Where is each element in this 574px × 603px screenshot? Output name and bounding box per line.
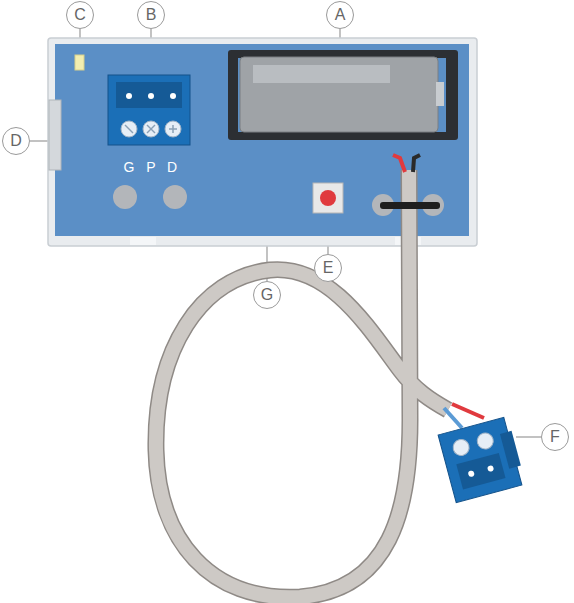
battery-holder [238,58,446,132]
red-wire [393,155,405,172]
housing-clip [130,237,156,245]
leader-lines [30,29,541,437]
mounting-hole [113,185,137,209]
terminal-screws [121,121,181,137]
terminal-block [108,75,190,145]
callout-letter: A [335,7,346,23]
push-button [313,183,343,213]
callout-circle: B [137,1,165,29]
pin-label: D [167,160,177,174]
cable-tie [380,202,440,209]
cable [156,170,448,597]
led [75,55,84,70]
side-port [49,100,61,170]
cable [156,170,448,597]
callout-circle: C [66,1,94,29]
battery-terminal [436,82,444,106]
callout-circle: F [541,423,569,451]
callout-letter: G [261,287,273,303]
terminal-block [116,82,182,108]
terminal-holes [126,93,176,99]
battery [240,57,438,132]
black-wire [413,155,420,172]
battery-label [253,65,390,83]
callout-circle: D [2,127,30,155]
callout-letter: B [146,7,157,23]
pin-label: P [146,160,155,174]
callout-letter: E [323,260,334,276]
screw-slots [125,125,177,133]
callout-letter: F [550,429,560,445]
callout-circle: G [253,281,281,309]
callout-letter: D [10,133,22,149]
blue-wire [444,408,462,428]
push-button [320,190,336,206]
red-wire [452,404,484,418]
callout-circle: E [314,254,342,282]
battery-holder [228,50,458,140]
pin-label: G [124,160,135,174]
circuit-board [55,44,469,236]
callout-circle: A [326,1,354,29]
plug-connector [438,416,526,502]
mounting-hole [163,185,187,209]
callout-letter: C [74,7,86,23]
